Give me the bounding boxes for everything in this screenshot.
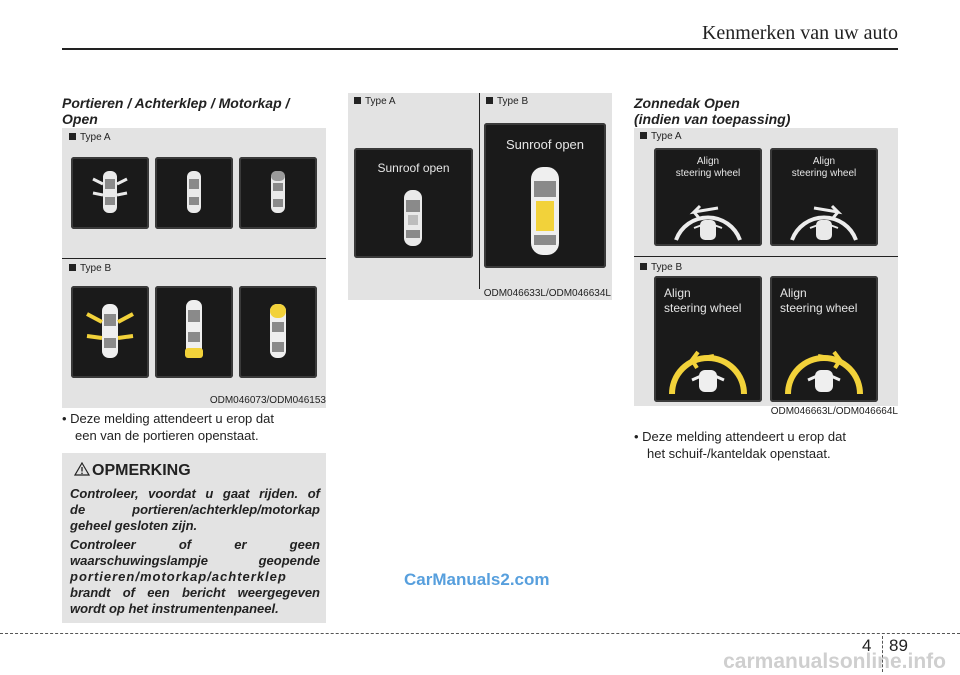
sunroof-a-display: Sunroof open — [354, 148, 473, 258]
steering-panel-divider — [634, 256, 898, 257]
note-line: Controleer, voordat u gaat rijden. of — [70, 486, 320, 501]
site-watermark: carmanualsonline.info — [723, 650, 946, 673]
doors-a-tile-tailgate — [155, 157, 233, 229]
note-line: Controleer of er geen — [70, 537, 320, 552]
sunroof-figure-panel: Type A Type B Sunroof open Sunroof open — [348, 93, 612, 300]
watermark-link[interactable]: CarManuals2.com — [404, 570, 550, 589]
doors-a-tile-hood — [239, 157, 317, 229]
note-line: portieren/motorkap/achterklep — [70, 569, 287, 584]
note-box: OPMERKING Controleer, voordat u gaat rij… — [62, 453, 326, 623]
steering-type-b-label: Type B — [640, 262, 682, 273]
note-line: waarschuwingslampje geopende — [70, 553, 320, 568]
doors-figure-code: ODM046073/ODM046153 — [209, 395, 326, 406]
note-line: brandt of een bericht weergegeven — [70, 585, 320, 600]
warning-icon — [73, 461, 91, 481]
sunroof-a-text: Sunroof open — [377, 161, 450, 175]
doors-panel-divider — [62, 258, 326, 259]
sunroof-panel-divider — [479, 93, 480, 289]
sunroof-b-display: Sunroof open — [484, 123, 606, 268]
steering-title-line2: (indien van toepassing) — [634, 111, 791, 127]
page-header-title: Kenmerken van uw auto — [701, 22, 898, 44]
doors-type-b-label: Type B — [69, 263, 111, 274]
chapter-number: 4 — [862, 636, 872, 655]
steering-figure-code: ODM046663L/ODM046664L — [770, 406, 898, 417]
sunroof-figure-code: ODM046633L/ODM046634L — [483, 288, 611, 299]
page-number: 89 — [889, 636, 908, 655]
sunroof-bullet: • Deze melding attendeert u erop dat het… — [634, 428, 898, 462]
doors-figure-panel: Type A Type B — [62, 128, 326, 408]
footer-rule — [0, 633, 960, 634]
doors-bullet-line1: • Deze melding attendeert u erop dat — [62, 411, 274, 426]
doors-title-line1: Portieren / Achterklep / Motorkap / — [62, 95, 290, 111]
sunroof-type-a-label: Type A — [354, 96, 396, 107]
doors-type-a-label: Type A — [69, 132, 111, 143]
doors-section-title: Portieren / Achterklep / Motorkap / Open — [62, 95, 327, 127]
note-line: geheel gesloten zijn. — [70, 518, 198, 533]
doors-b-tile-tailgate — [155, 286, 233, 378]
page-separator — [882, 636, 883, 672]
doors-bullet: • Deze melding attendeert u erop dat een… — [62, 410, 326, 444]
doors-a-tile-doors-open — [71, 157, 149, 229]
note-line: de portieren/achterklep/motorkap — [70, 502, 320, 517]
doors-title-line2: Open — [62, 111, 98, 127]
sunroof-bullet-line1: • Deze melding attendeert u erop dat — [634, 429, 846, 444]
doors-bullet-line2: een van de portieren openstaat. — [75, 428, 259, 443]
steering-section-title: Zonnedak Open (indien van toepassing) — [634, 95, 899, 127]
note-line: wordt op het instrumentenpaneel. — [70, 601, 279, 616]
sunroof-b-text: Sunroof open — [505, 137, 585, 152]
sunroof-type-b-label: Type B — [486, 96, 528, 107]
note-body: Controleer, voordat u gaat rijden. of de… — [70, 486, 320, 617]
steering-type-a-label: Type A — [640, 131, 682, 142]
sunroof-bullet-line2: het schuif-/kanteldak openstaat. — [647, 446, 831, 461]
doors-b-tile-doors-open — [71, 286, 149, 378]
header-rule — [62, 48, 898, 50]
doors-b-tile-hood — [239, 286, 317, 378]
note-heading: OPMERKING — [92, 462, 191, 479]
steering-title-line1: Zonnedak Open — [634, 95, 740, 111]
